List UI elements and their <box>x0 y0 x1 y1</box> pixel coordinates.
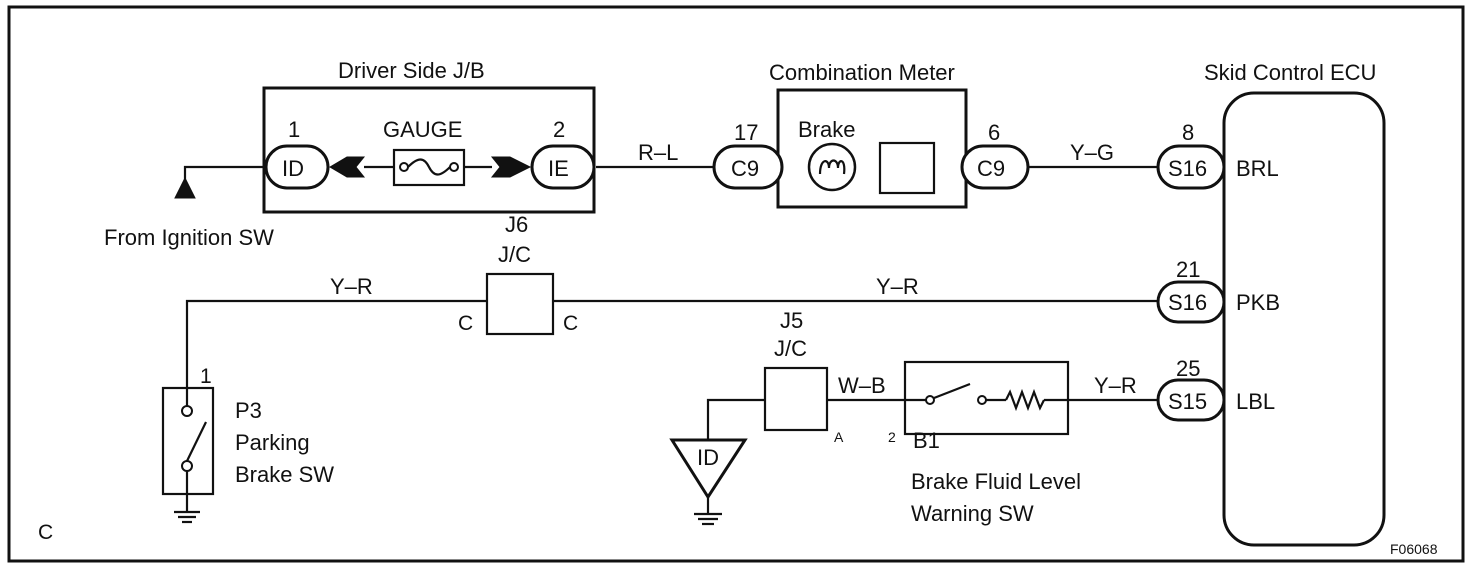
p3-switch-blade-icon <box>186 421 207 462</box>
ecu-terminal-name: PKB <box>1236 290 1280 315</box>
j6-right-pin: C <box>563 312 578 335</box>
ground-point-label: ID <box>697 445 719 470</box>
terminal-arrow-left-icon <box>329 156 366 178</box>
meter-connector-left <box>712 144 784 190</box>
parking-brake-sw: 1 P3 Parking Brake SW <box>161 365 334 524</box>
meter-pin-right: 6 <box>988 120 1000 145</box>
p3-code: P3 <box>235 398 262 423</box>
ecu-pin: 8 <box>1182 120 1194 145</box>
wire-label-w-b: W–B <box>838 373 886 398</box>
jb-conn-left-label: ID <box>282 156 304 181</box>
j5-type: J/C <box>774 336 807 361</box>
wire-ground-j5 <box>706 398 765 440</box>
ecu-title: Skid Control ECU <box>1204 60 1376 85</box>
wire-y-r-p3 <box>185 299 487 388</box>
brake-lamp-filament <box>818 159 846 175</box>
ecu-pin: 21 <box>1176 257 1200 282</box>
j6-id: J6 <box>505 212 528 237</box>
wire-label-y-g: Y–G <box>1070 140 1114 165</box>
skid-control-ecu: Skid Control ECU 8 S16 BRL 21 S16 PKB 25… <box>1156 60 1386 547</box>
wire-label-y-r-p3: Y–R <box>330 274 373 299</box>
combination-meter: Combination Meter 17 6 Brake C9 C9 <box>712 60 1030 209</box>
p3-pin: 1 <box>200 365 212 388</box>
wire-ignition-feed <box>183 165 265 196</box>
jb-pin-right: 2 <box>553 117 565 142</box>
b1-resistor-icon <box>1005 388 1045 412</box>
meter-box <box>776 88 968 209</box>
meter-pin-left: 17 <box>734 120 758 145</box>
figure-code: F06068 <box>1390 541 1438 557</box>
wire-label-y-r-b1: Y–R <box>1094 373 1137 398</box>
wire-label-y-r-ecu: Y–R <box>876 274 919 299</box>
meter-connector-right <box>960 144 1030 190</box>
diagram-frame <box>7 5 1465 563</box>
ignition-arrow-icon <box>174 176 196 199</box>
brake-fluid-sw: 2 B1 Brake Fluid Level Warning SW <box>888 360 1081 526</box>
meter-brake-label: Brake <box>798 117 855 142</box>
ground-point-triangle <box>669 438 748 500</box>
b1-contact-right <box>977 395 987 405</box>
ignition-label: From Ignition SW <box>104 225 274 250</box>
jb-title: Driver Side J/B <box>338 58 485 83</box>
ecu-terminal-name: LBL <box>1236 389 1275 414</box>
b1-pin: 2 <box>888 429 896 445</box>
ecu-connector <box>1156 144 1226 190</box>
j5-box <box>763 366 829 432</box>
ecu-connector-label: S16 <box>1168 156 1207 181</box>
ecu-connector <box>1156 280 1226 324</box>
ecu-pin: 25 <box>1176 356 1200 381</box>
jb-connector-right <box>530 144 596 190</box>
p3-contact-top <box>181 405 193 417</box>
meter-conn-left-label: C9 <box>731 156 759 181</box>
meter-conn-right-label: C9 <box>977 156 1005 181</box>
b1-code: B1 <box>913 428 940 453</box>
b1-switch-blade-icon <box>933 382 971 400</box>
ecu-connector-label: S15 <box>1168 389 1207 414</box>
ecu-connector <box>1156 378 1226 422</box>
fuse-terminal-right <box>449 162 459 172</box>
jb-conn-right-label: IE <box>548 156 569 181</box>
driver-side-jb: Driver Side J/B 1 2 GAUGE ID IE <box>262 58 596 214</box>
j5-junction: J5 J/C A <box>763 308 844 445</box>
system-letter: C <box>38 521 53 544</box>
jb-pin-left: 1 <box>288 117 300 142</box>
j5-id: J5 <box>780 308 803 333</box>
j5-pin: A <box>834 429 844 445</box>
wire-label-r-l: R–L <box>638 140 678 165</box>
b1-name-line1: Brake Fluid Level <box>911 469 1081 494</box>
terminal-arrow-right-icon <box>490 156 532 178</box>
p3-name-line1: Parking <box>235 430 310 455</box>
fuse-element-icon <box>407 158 451 176</box>
meter-title: Combination Meter <box>769 60 955 85</box>
j6-type: J/C <box>498 242 531 267</box>
fuse-terminal-left <box>399 162 409 172</box>
b1-name-line2: Warning SW <box>911 501 1034 526</box>
j6-left-pin: C <box>458 312 473 335</box>
p3-name-line2: Brake SW <box>235 462 334 487</box>
ecu-box <box>1222 91 1386 547</box>
jb-connector-left <box>264 144 330 190</box>
ground-point: ID <box>669 438 748 526</box>
brake-lamp-icon <box>807 142 857 192</box>
j6-box <box>485 272 555 336</box>
j6-junction: J6 J/C C C <box>458 212 578 336</box>
fuse-label: GAUGE <box>383 117 462 142</box>
p3-contact-bottom <box>181 460 193 472</box>
ecu-connector-label: S16 <box>1168 290 1207 315</box>
meter-module-box <box>878 141 936 195</box>
b1-contact-left <box>925 395 935 405</box>
ecu-terminal-name: BRL <box>1236 156 1279 181</box>
